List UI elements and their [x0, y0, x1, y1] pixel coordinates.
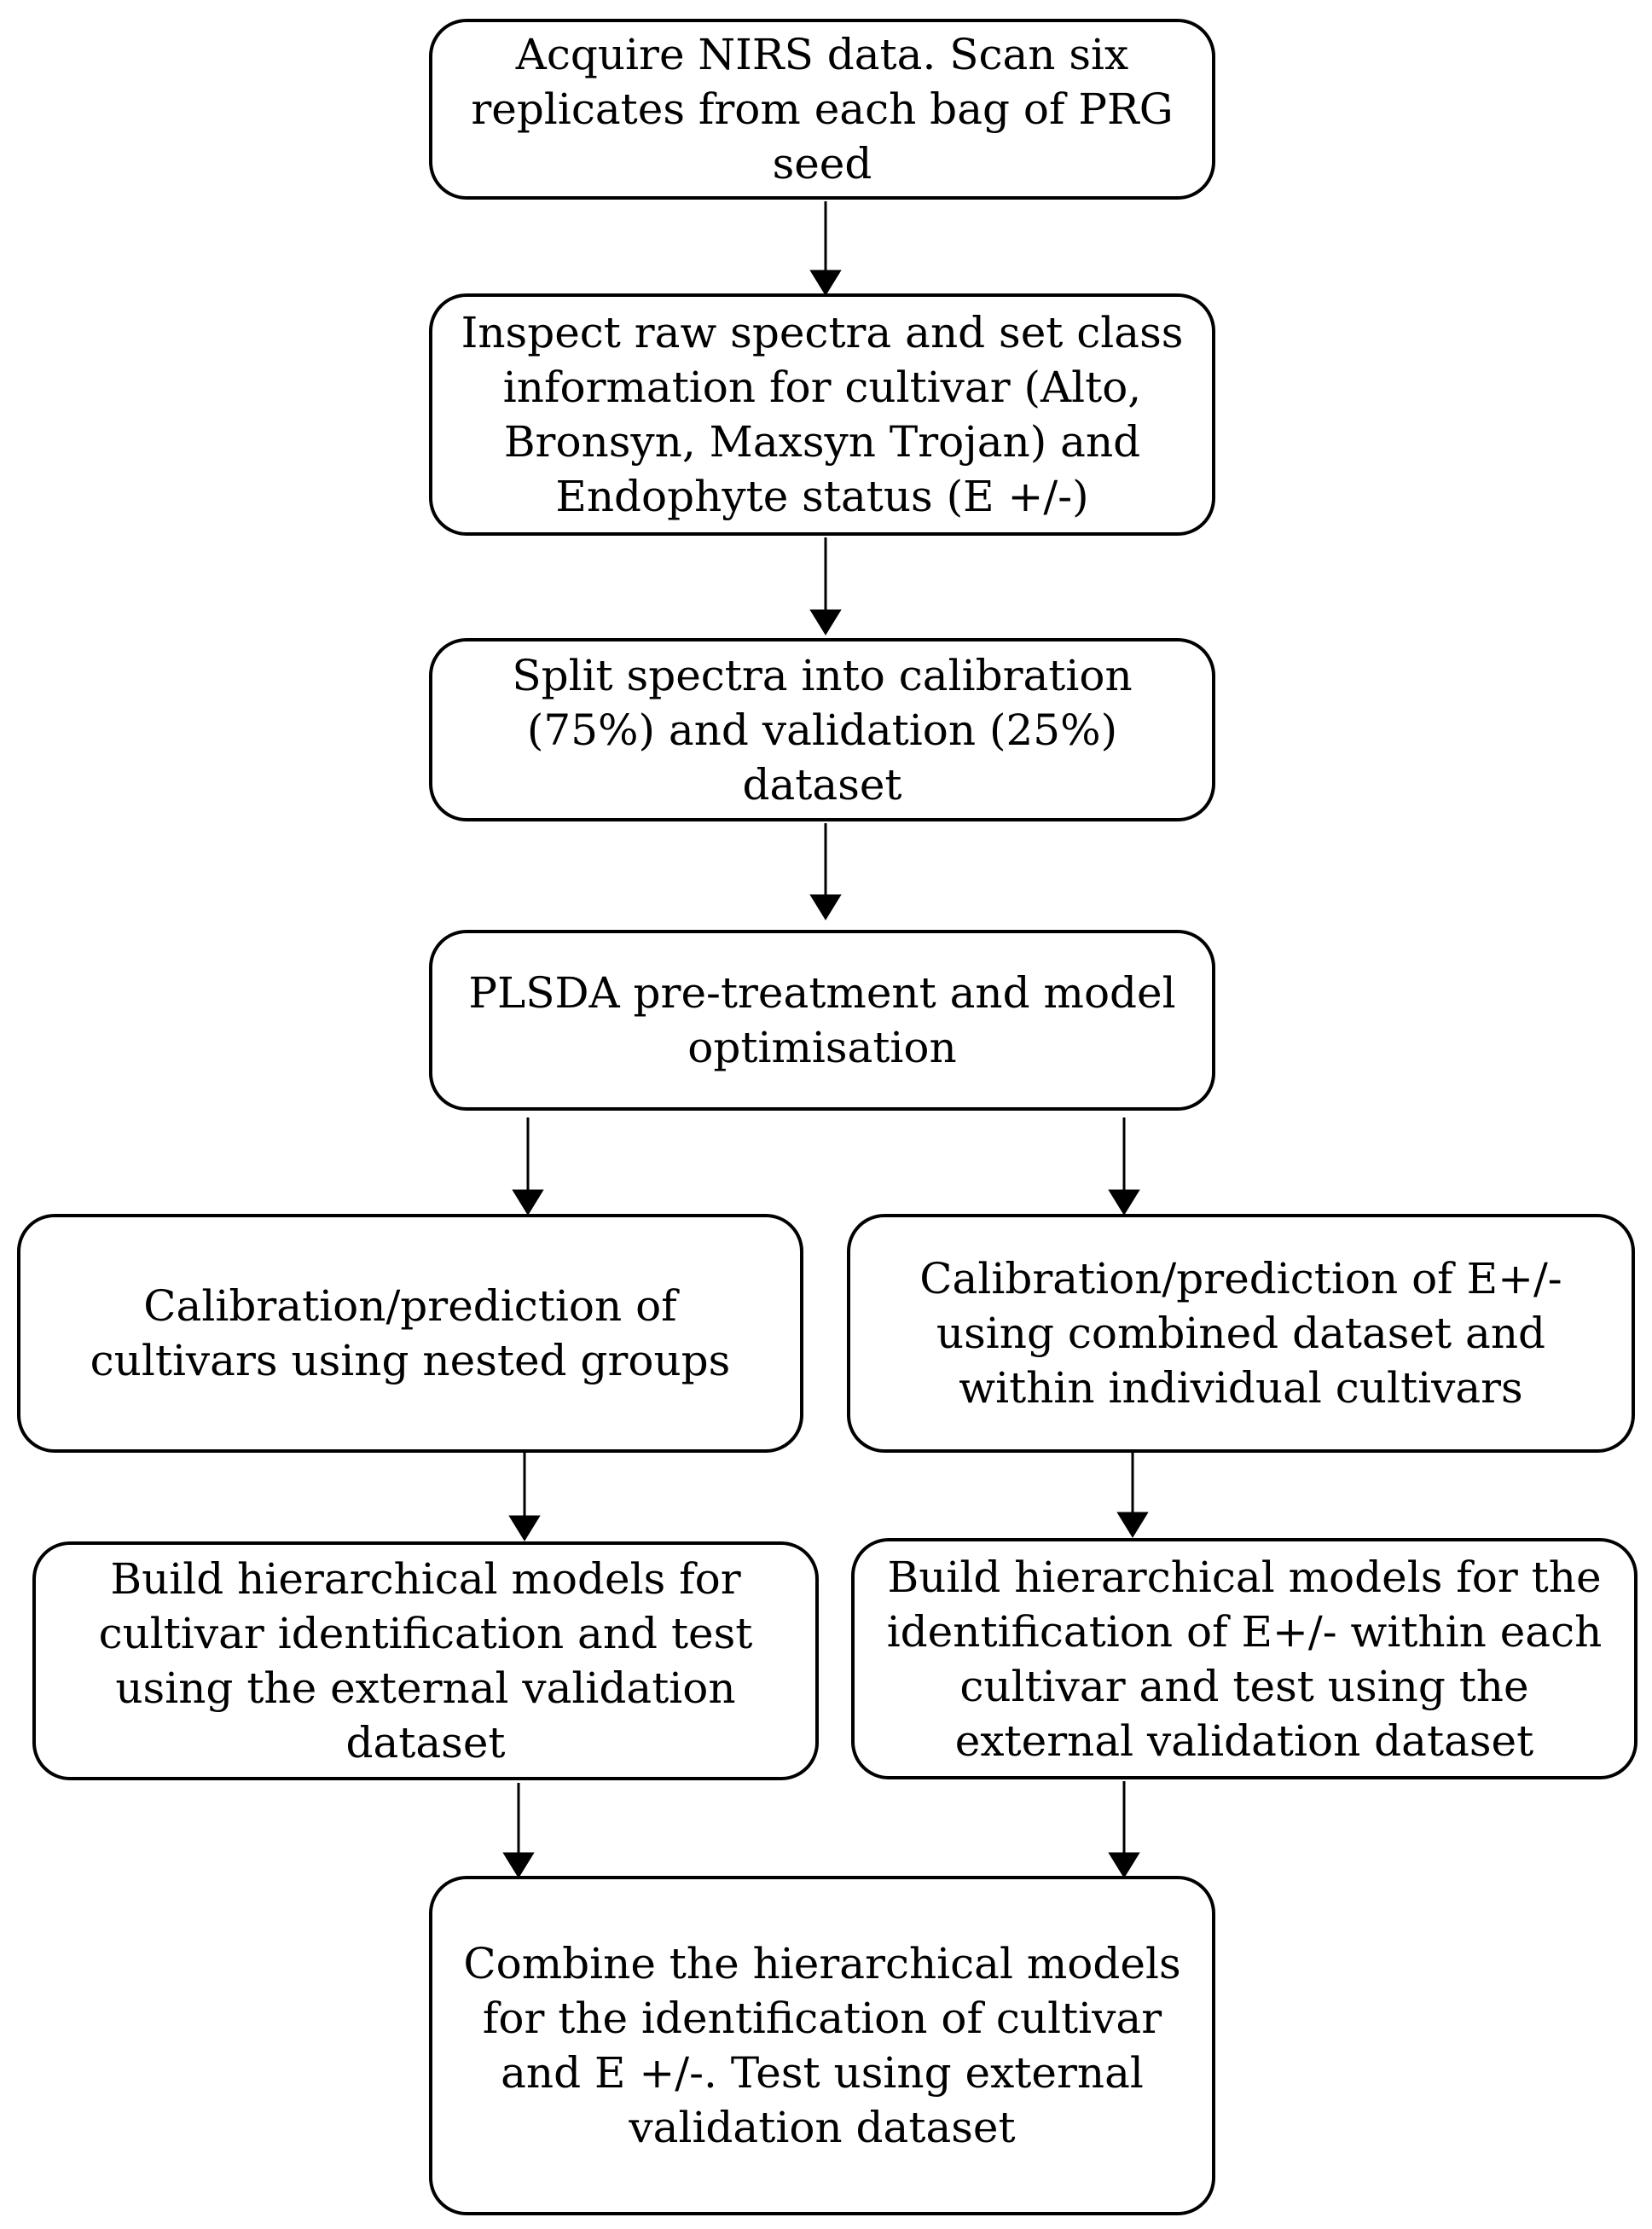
- step-acquire-line-1: Acquire NIRS data. Scan six: [515, 30, 1129, 79]
- step-plsda-line-2: optimisation: [687, 1023, 957, 1072]
- step-plsda-text: PLSDA pre-treatment and model optimisati…: [468, 966, 1175, 1075]
- step-cultivar-models-line-4: dataset: [345, 1718, 506, 1768]
- step-inspect-line-3: Bronsyn, Maxsyn Trojan) and: [503, 417, 1141, 467]
- step-acquire-nirs-data: Acquire NIRS data. Scan six replicates f…: [429, 19, 1215, 200]
- step-inspect-text: Inspect raw spectra and set class inform…: [461, 305, 1184, 524]
- step-split-text: Split spectra into calibration (75%) and…: [512, 648, 1132, 812]
- step-acquire-line-3: seed: [772, 139, 872, 189]
- step-combine-line-3: and E +/-. Test using external: [501, 2048, 1144, 2098]
- step-cultivar-calibration-text: Calibration/prediction of cultivars usin…: [90, 1279, 731, 1388]
- step-inspect-line-1: Inspect raw spectra and set class: [461, 308, 1184, 357]
- step-split-spectra: Split spectra into calibration (75%) and…: [429, 638, 1215, 821]
- arrowhead-endophyte-models-to-combine: [1108, 1852, 1140, 1878]
- step-endophyte-hierarchical-models: Build hierarchical models for the identi…: [851, 1538, 1638, 1779]
- step-endophyte-calibration-line-2: using combined dataset and: [936, 1309, 1546, 1358]
- step-endophyte-calibration-text: Calibration/prediction of E+/- using com…: [919, 1251, 1562, 1415]
- step-inspect-line-2: information for cultivar (Alto,: [502, 363, 1142, 412]
- step-endophyte-models-line-3: cultivar and test using the: [959, 1661, 1529, 1711]
- arrowhead-inspect-to-split: [809, 609, 842, 636]
- arrowhead-cultivar-calibration-to-models: [508, 1515, 541, 1541]
- step-cultivar-calibration-line-1: Calibration/prediction of: [143, 1281, 677, 1331]
- step-endophyte-calibration: Calibration/prediction of E+/- using com…: [847, 1214, 1635, 1453]
- step-endophyte-models-line-1: Build hierarchical models for the: [887, 1552, 1602, 1602]
- step-acquire-line-2: replicates from each bag of PRG: [471, 84, 1174, 134]
- step-inspect-line-4: Endophyte status (E +/-): [555, 472, 1089, 521]
- step-split-line-2: (75%) and validation (25%): [526, 705, 1118, 755]
- step-combine-line-2: for the identification of cultivar: [482, 1994, 1162, 2043]
- step-cultivar-hierarchical-models: Build hierarchical models for cultivar i…: [32, 1541, 819, 1780]
- step-plsda-line-1: PLSDA pre-treatment and model: [468, 968, 1176, 1018]
- step-endophyte-models-line-4: external validation dataset: [954, 1715, 1534, 1766]
- step-combine-line-4: validation dataset: [629, 2103, 1016, 2152]
- step-cultivar-models-line-2: cultivar identification and test: [98, 1609, 753, 1658]
- step-inspect-raw-spectra: Inspect raw spectra and set class inform…: [429, 293, 1215, 536]
- step-acquire-text: Acquire NIRS data. Scan six replicates f…: [471, 27, 1173, 191]
- step-split-line-3: dataset: [742, 759, 902, 810]
- arrowhead-endophyte-calibration-to-models: [1116, 1512, 1149, 1538]
- step-endophyte-calibration-line-1: Calibration/prediction of E+/-: [919, 1254, 1562, 1303]
- arrowhead-acquire-to-inspect: [809, 270, 842, 296]
- step-combine-line-1: Combine the hierarchical models: [463, 1939, 1181, 1988]
- step-combine-models: Combine the hierarchical models for the …: [429, 1876, 1215, 2215]
- step-endophyte-models-line-2: identification of E+/- within each: [886, 1606, 1603, 1657]
- arrowhead-plsda-to-cultivar-calibration: [512, 1189, 544, 1216]
- arrowhead-split-to-plsda: [809, 894, 842, 920]
- step-cultivar-models-line-1: Build hierarchical models for: [110, 1554, 741, 1604]
- step-endophyte-calibration-line-3: within individual cultivars: [959, 1363, 1523, 1413]
- step-combine-text: Combine the hierarchical models for the …: [463, 1936, 1180, 2155]
- step-endophyte-models-text: Build hierarchical models for the identi…: [887, 1550, 1603, 1768]
- arrowhead-cultivar-models-to-combine: [502, 1852, 535, 1878]
- step-split-line-1: Split spectra into calibration: [512, 650, 1133, 700]
- arrowhead-plsda-to-endophyte-calibration: [1108, 1189, 1140, 1216]
- step-cultivar-calibration: Calibration/prediction of cultivars usin…: [17, 1214, 803, 1453]
- step-cultivar-models-text: Build hierarchical models for cultivar i…: [99, 1552, 753, 1770]
- step-cultivar-models-line-3: using the external validation: [115, 1663, 736, 1713]
- step-plsda-optimisation: PLSDA pre-treatment and model optimisati…: [429, 930, 1215, 1111]
- step-cultivar-calibration-line-2: cultivars using nested groups: [90, 1336, 731, 1385]
